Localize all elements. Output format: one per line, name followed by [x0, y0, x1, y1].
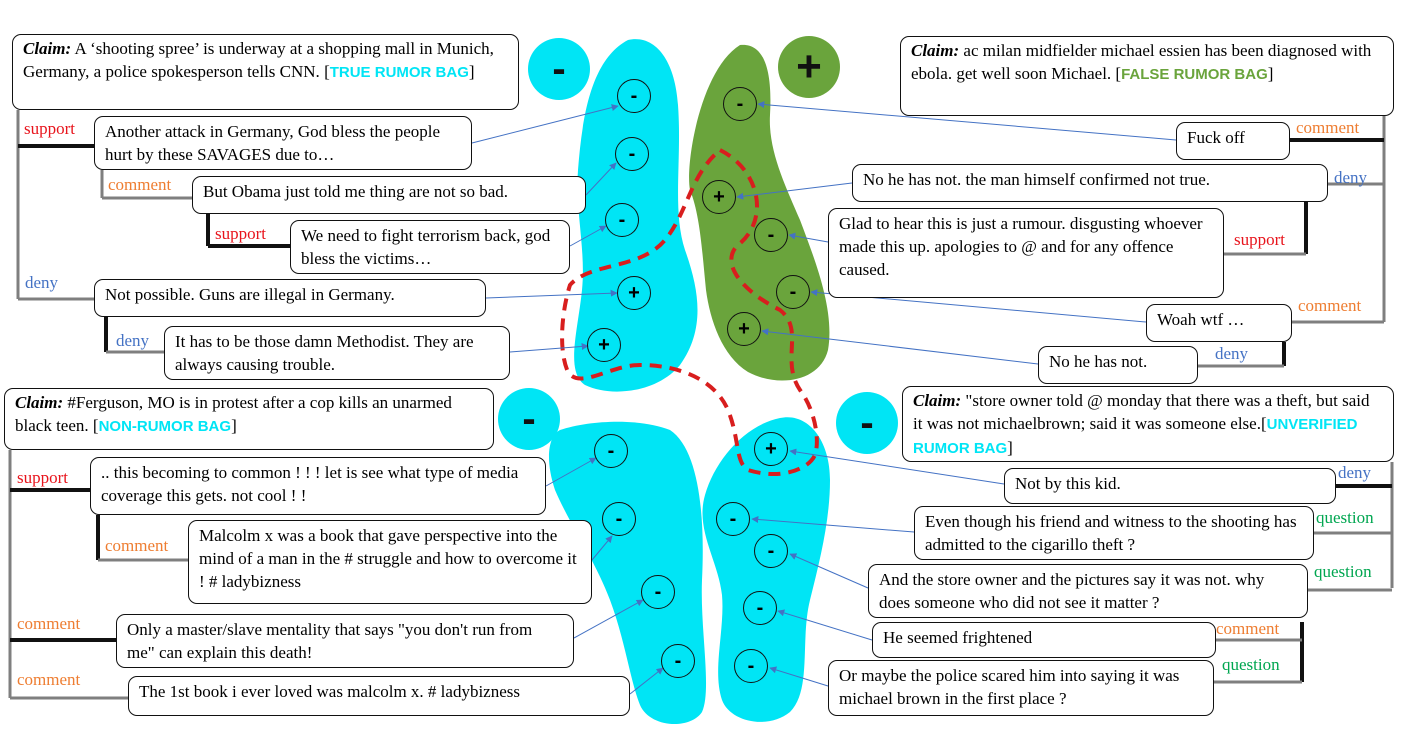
tweet-to-node-arrow	[509, 342, 589, 353]
node-tl4: +	[617, 276, 651, 310]
tweet-box-br2: Even though his friend and witness to th…	[914, 506, 1314, 560]
tweet-box-tr1: Fuck off	[1176, 122, 1290, 160]
tweet-to-node-arrow	[751, 516, 915, 533]
stance-label-tl4: deny	[25, 273, 59, 292]
tweet-to-node-arrow	[485, 289, 618, 299]
tweet-to-node-arrow	[789, 553, 869, 589]
tweet-box-br1: Not by this kid.	[1004, 468, 1336, 504]
stance-label-tr2: deny	[1334, 168, 1368, 187]
bag-sign-non-rumor: -	[498, 388, 560, 450]
tweet-box-bl1: .. this becoming to common ! ! ! let is …	[90, 457, 546, 515]
tweet-box-br3: And the store owner and the pictures say…	[868, 564, 1308, 618]
stance-label-bl3: comment	[17, 614, 81, 633]
node-bl3: -	[641, 575, 675, 609]
stance-label-bl2: comment	[105, 536, 169, 555]
stance-label-br3: question	[1314, 562, 1372, 581]
tweet-box-tl1: Another attack in Germany, God bless the…	[94, 116, 472, 170]
tweet-to-node-arrow	[757, 101, 1177, 141]
tweet-to-node-arrow	[569, 225, 607, 247]
decision-boundary-dashed	[560, 147, 819, 476]
stance-label-br1: deny	[1338, 463, 1372, 482]
tweet-box-bl3: Only a master/slave mentality that says …	[116, 614, 574, 668]
bag-sign-false-rumor: +	[778, 36, 840, 98]
stance-label-br2: question	[1316, 508, 1374, 527]
node-tl3: -	[605, 203, 639, 237]
tweet-box-tr4: Woah wtf …	[1146, 304, 1292, 342]
node-br2: -	[716, 502, 750, 536]
tweet-to-node-arrow	[573, 599, 644, 639]
tweet-to-node-arrow	[788, 232, 829, 243]
tweet-box-tl2: But Obama just told me thing are not so …	[192, 176, 586, 214]
tweet-to-node-arrow	[591, 535, 613, 561]
bag-sign-unverified-rumor: -	[836, 392, 898, 454]
tweet-box-br5: Or maybe the police scared him into sayi…	[828, 660, 1214, 716]
node-tr5: +	[727, 312, 761, 346]
claim-box-true-rumor: Claim: A ‘shooting spree’ is underway at…	[12, 34, 519, 110]
tweet-to-node-arrow	[789, 448, 1005, 485]
stance-label-tr4: comment	[1298, 296, 1362, 315]
tweet-box-tr2: No he has not. the man himself confirmed…	[852, 164, 1328, 202]
node-bl2: -	[602, 502, 636, 536]
stance-label-tl5: deny	[116, 331, 150, 350]
tweet-to-node-arrow	[777, 609, 873, 641]
claim-box-unverified-rumor: Claim: "store owner told @ monday that t…	[902, 386, 1394, 462]
stance-label-bl1: support	[17, 468, 68, 487]
stance-label-tr3: support	[1234, 230, 1285, 249]
tweet-to-node-arrow	[761, 328, 1039, 365]
tweet-to-node-arrow	[769, 666, 829, 687]
unverified-rumor-bag-shape	[702, 417, 830, 722]
tweet-to-node-arrow	[585, 162, 617, 196]
stance-label-tr5: deny	[1215, 344, 1249, 363]
tweet-to-node-arrow	[629, 667, 664, 695]
stance-label-bl4: comment	[17, 670, 81, 689]
node-tl2: -	[615, 137, 649, 171]
node-br5: -	[734, 649, 768, 683]
node-tl1: -	[617, 79, 651, 113]
node-tr2: +	[702, 180, 736, 214]
node-tl5: +	[587, 328, 621, 362]
stance-label-tl1: support	[24, 119, 75, 138]
stance-label-tl2: comment	[108, 175, 172, 194]
tweet-box-tl3: We need to fight terrorism back, god ble…	[290, 220, 570, 274]
stance-label-tr1: comment	[1296, 118, 1360, 137]
node-bl1: -	[594, 434, 628, 468]
tweet-box-br4: He seemed frightened	[872, 622, 1216, 658]
node-tr4: -	[776, 275, 810, 309]
node-br3: -	[754, 534, 788, 568]
tweet-box-tl5: It has to be those damn Methodist. They …	[164, 326, 510, 380]
node-tr1: -	[723, 87, 757, 121]
bag-sign-true-rumor: -	[528, 38, 590, 100]
tweet-to-node-arrow	[736, 182, 853, 200]
claim-box-non-rumor: Claim: #Ferguson, MO is in protest after…	[4, 388, 494, 450]
claim-box-false-rumor: Claim: ac milan midfielder michael essie…	[900, 36, 1394, 116]
tweet-to-node-arrow	[471, 104, 619, 144]
stance-label-tl3: support	[215, 224, 266, 243]
node-br1: +	[754, 432, 788, 466]
tweet-to-node-arrow	[545, 457, 597, 487]
stance-label-br5: question	[1222, 655, 1280, 674]
tweet-box-tr3: Glad to hear this is just a rumour. disg…	[828, 208, 1224, 298]
node-bl4: -	[661, 644, 695, 678]
tweet-box-tl4: Not possible. Guns are illegal in German…	[94, 279, 486, 317]
node-br4: -	[743, 591, 777, 625]
tweet-box-bl4: The 1st book i ever loved was malcolm x.…	[128, 676, 630, 716]
tweet-box-bl2: Malcolm x was a book that gave perspecti…	[188, 520, 592, 604]
stance-label-br4: comment	[1216, 619, 1280, 638]
tweet-box-tr5: No he has not.	[1038, 346, 1198, 384]
node-tr3: -	[754, 218, 788, 252]
